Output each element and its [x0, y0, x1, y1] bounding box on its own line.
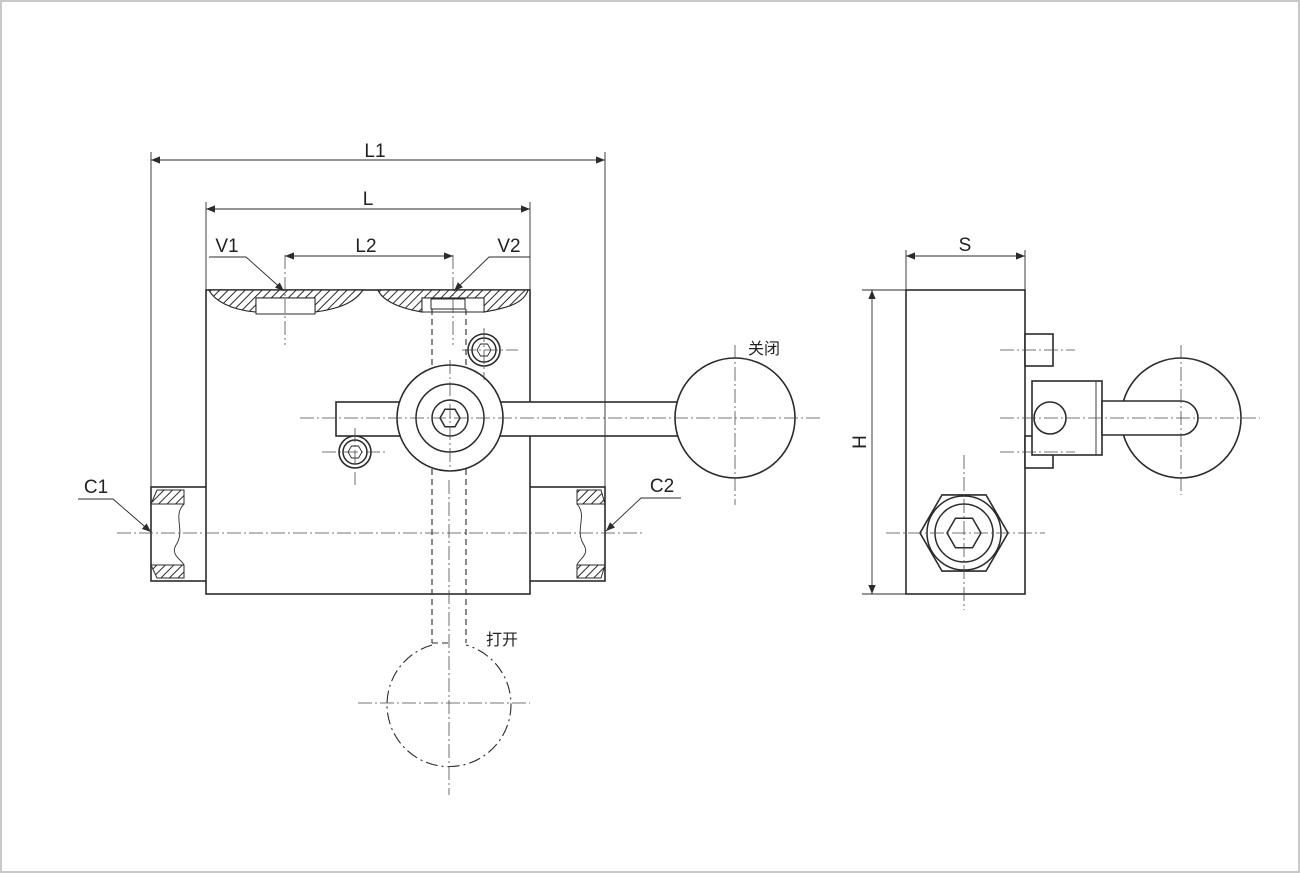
label-h: H — [850, 435, 871, 449]
label-v1: V1 — [215, 236, 238, 257]
label-l: L — [363, 189, 374, 210]
label-s: S — [959, 235, 972, 256]
leader-v1 — [209, 256, 285, 292]
front-view: L1 L L2 V1 V2 C1 C2 关闭 打开 — [78, 141, 820, 795]
label-l1: L1 — [364, 141, 385, 162]
side-view: S H — [850, 235, 1260, 610]
port-c2 — [527, 486, 606, 582]
leader-c2 — [605, 497, 681, 532]
label-v2: V2 — [497, 236, 520, 257]
label-open: 打开 — [486, 630, 518, 649]
leader-c1 — [78, 498, 152, 533]
leader-v2 — [453, 256, 530, 292]
label-closed: 关闭 — [748, 339, 780, 358]
handle-lever — [335, 401, 679, 437]
label-c1: C1 — [84, 477, 108, 498]
port-c1 — [150, 486, 208, 582]
label-c2: C2 — [650, 476, 674, 497]
label-l2: L2 — [355, 236, 376, 257]
